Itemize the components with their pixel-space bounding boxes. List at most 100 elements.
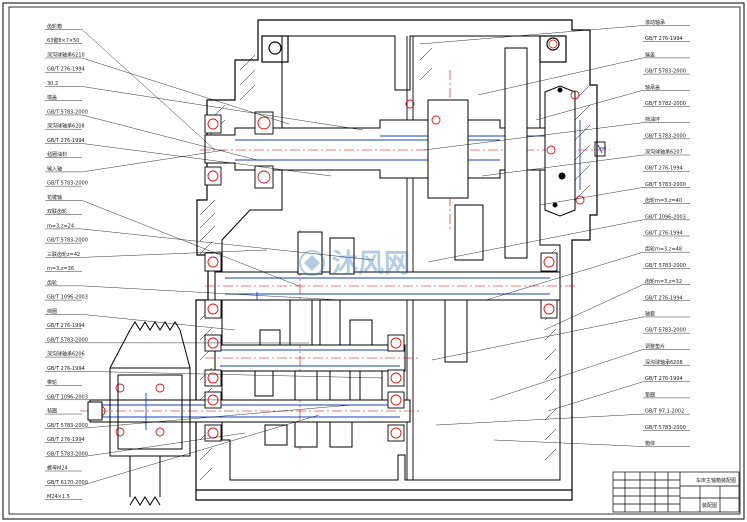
- left-part-label: GB/T 1096-2003: [47, 295, 88, 301]
- left-leader-line: [81, 29, 216, 151]
- right-part-label: GB/T 276-1994: [645, 376, 683, 382]
- right-part-label: 垫圈: [645, 391, 655, 398]
- left-leader-line: [81, 57, 290, 125]
- left-part-label: GB/T 276-1994: [47, 437, 85, 443]
- left-leader-line: [81, 414, 320, 486]
- right-leader-line: [547, 381, 644, 412]
- left-part-label: GB/T 5783-2000: [47, 337, 88, 343]
- right-part-label: GB/T 276-1994: [645, 295, 683, 301]
- right-leader-line: [493, 439, 644, 447]
- inner-frame: [8, 6, 741, 515]
- right-part-label: 箱体: [645, 440, 655, 447]
- right-part-label: GB/T 1096-2003: [645, 214, 686, 220]
- right-part-label: 齿轮m=3,z=48: [645, 246, 682, 253]
- right-leader-line: [485, 252, 644, 301]
- right-part-label: GB/T 276-1994: [645, 166, 683, 172]
- left-leader-line: [81, 404, 352, 429]
- right-leader-line: [543, 284, 644, 331]
- left-leader-line: [81, 143, 332, 177]
- right-leader-line: [423, 122, 644, 151]
- right-part-label: GB/T 276-1994: [645, 231, 683, 237]
- left-part-label: 毡圈油封: [47, 151, 67, 158]
- left-part-label: 双联齿轮: [47, 208, 67, 215]
- left-part-label: GB/T 6170-2000: [47, 480, 88, 486]
- left-part-label: GB/T 1096-2003: [47, 394, 88, 400]
- left-part-label: 深沟球轴承6210: [47, 51, 85, 58]
- right-part-label: 挡油环: [645, 116, 660, 123]
- right-leader-line: [481, 154, 644, 177]
- title-block-title: 车床主轴箱装配图: [696, 477, 736, 484]
- left-part-label: GB/T 5783-2000: [47, 181, 88, 187]
- left-part-label: GB/T 276-1994: [47, 67, 85, 73]
- left-part-label: GB/T 276-1994: [47, 323, 85, 329]
- left-part-label: 挡圈: [47, 308, 57, 315]
- right-part-label: GB/T 5783-2000: [645, 69, 686, 75]
- right-leader-line: [419, 25, 644, 45]
- right-part-label: GB/T 5783-2000: [645, 328, 686, 334]
- title-block-drawing-no: 装配图: [702, 502, 717, 509]
- shaft-end-details: [552, 87, 606, 208]
- pulley: [87, 321, 191, 506]
- left-part-label: GB/T 5783-2000: [47, 238, 88, 244]
- right-part-label: 深沟球轴承6207: [645, 149, 683, 156]
- left-leader-line: [81, 249, 268, 258]
- right-leader-line: [477, 57, 644, 96]
- left-leader-line: [81, 149, 226, 173]
- gears: [254, 47, 576, 448]
- left-leader-lines: [45, 29, 384, 500]
- right-leader-line: [431, 316, 644, 361]
- left-part-label: 深沟球轴承6206: [47, 351, 85, 358]
- right-part-label: 轴套: [645, 310, 655, 317]
- left-part-label: GB/T 5783-2000: [47, 109, 88, 115]
- right-part-label: 滚动轴承: [645, 19, 665, 26]
- right-part-label: GB/T 5783-2000: [645, 425, 686, 431]
- left-leader-line: [81, 371, 384, 379]
- left-part-label: GB/T 276-1994: [47, 138, 85, 144]
- right-part-label: 端盖: [645, 51, 655, 58]
- left-leader-line: [81, 200, 300, 287]
- left-part-label: m=3,z=24: [47, 223, 74, 229]
- title-block: [612, 471, 740, 513]
- left-leader-line: [81, 114, 258, 161]
- right-leader-line: [539, 187, 644, 206]
- left-leader-line: [81, 285, 342, 301]
- right-part-label: GB/T 5783-2000: [645, 263, 686, 269]
- right-leader-lines: [419, 25, 690, 447]
- left-part-label: 带轮: [47, 379, 57, 386]
- right-part-labels: 滚动轴承 GB/T 276-1994 端盖 GB/T 5783-2000 轴承盖 GB/T…: [645, 19, 686, 447]
- left-part-label: 齿轮: [47, 279, 57, 286]
- left-leader-line: [81, 86, 364, 131]
- right-part-label: GB/T 5783-2000: [645, 182, 686, 188]
- right-part-label: GB/T 276-1994: [645, 36, 683, 42]
- right-leader-line: [427, 219, 644, 263]
- right-leader-line: [489, 349, 644, 401]
- left-part-label: 深沟球轴承6208: [47, 123, 85, 130]
- left-part-label: 输入轴: [47, 165, 62, 172]
- right-part-label: 调整垫片: [645, 343, 665, 350]
- left-part-label: M24×1.5: [47, 494, 70, 500]
- watermark-logo: 沐风网: [299, 249, 410, 279]
- left-part-label: 齿轮箱: [47, 23, 62, 30]
- right-part-label: 深沟球轴承6208: [645, 359, 683, 366]
- left-part-label: GB/T 5783-2000: [47, 423, 88, 429]
- right-part-label: 轴承盖: [645, 84, 660, 91]
- right-part-label: GB/T 5783-2000: [645, 133, 686, 139]
- left-part-label: 三联齿轮z=42: [47, 251, 80, 258]
- left-part-label: 63键8×7×50: [47, 37, 79, 44]
- left-part-label: m=3,z=36: [47, 266, 74, 272]
- left-part-label: 花键轴: [47, 194, 62, 201]
- left-part-label: 螺母M24: [47, 465, 68, 472]
- left-leader-line: [81, 314, 236, 331]
- right-leader-line: [535, 90, 644, 121]
- right-leader-line: [435, 413, 644, 426]
- left-part-label: GB/T 276-1994: [47, 366, 85, 372]
- left-part-label: 端盖: [47, 94, 57, 101]
- right-part-label: GB/T 5782-2000: [645, 101, 686, 107]
- right-part-label: GB/T 97.1-2002: [645, 409, 684, 415]
- left-part-label: 30.2: [47, 81, 58, 87]
- left-leader-line: [81, 228, 374, 261]
